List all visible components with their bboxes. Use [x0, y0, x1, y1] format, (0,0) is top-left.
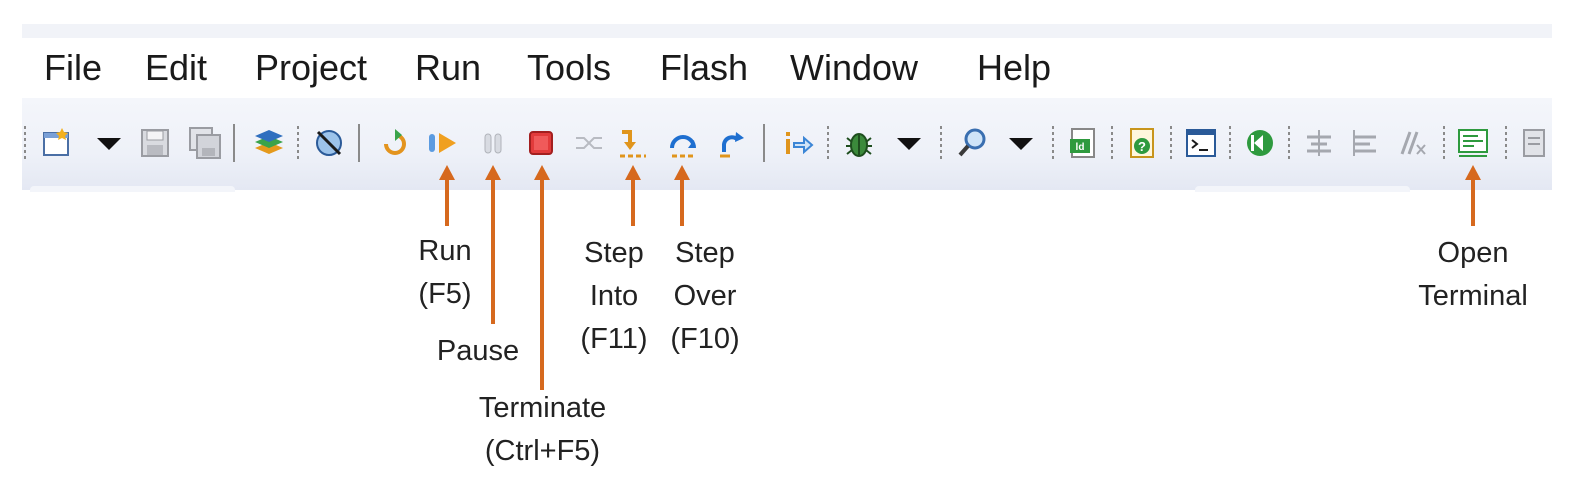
- pause-callout-label: Pause: [428, 330, 528, 373]
- run-callout-text: Run: [418, 235, 472, 267]
- step-over-callout-line2: Over: [673, 280, 737, 312]
- save-icon[interactable]: [138, 126, 172, 160]
- toolbar-separator: [358, 124, 360, 162]
- align-icon[interactable]: [1302, 126, 1336, 160]
- toolbar-separator: [1505, 126, 1507, 160]
- console-icon[interactable]: [1184, 126, 1218, 160]
- run-callout-label: Run (F5): [400, 230, 490, 316]
- run-callout-arrow: [437, 164, 457, 228]
- terminate-icon[interactable]: [524, 126, 558, 160]
- dropdown-arrow-icon[interactable]: [1004, 126, 1038, 160]
- terminate-callout-shortcut: (Ctrl+F5): [484, 435, 601, 467]
- new-file-icon[interactable]: [40, 126, 74, 160]
- step-into-callout-line2: Into: [589, 280, 639, 312]
- run-icon[interactable]: [426, 126, 460, 160]
- step-into-callout-shortcut: (F11): [580, 323, 648, 355]
- window-top-strip: [22, 24, 1552, 38]
- toolbar-separator: [1170, 126, 1172, 160]
- restart-icon[interactable]: [378, 126, 412, 160]
- step-over-callout-label: Step Over (F10): [661, 232, 749, 361]
- disconnect-icon[interactable]: [572, 126, 606, 160]
- menu-flash[interactable]: Flash: [660, 47, 749, 88]
- open-terminal-callout-arrow: [1463, 164, 1483, 228]
- toolbar-separator: [827, 126, 829, 160]
- debug-bug-icon[interactable]: [842, 126, 876, 160]
- dropdown-arrow-icon[interactable]: [892, 126, 926, 160]
- pause-callout-arrow: [483, 164, 503, 326]
- step-over-callout-line1: Step: [675, 237, 735, 269]
- menu-tools[interactable]: Tools: [527, 47, 612, 88]
- terminate-callout-arrow: [532, 164, 552, 392]
- menu-run[interactable]: Run: [415, 47, 482, 88]
- step-into-callout-label: Step Into (F11): [570, 232, 658, 361]
- toolbar-separator: [24, 126, 26, 160]
- back-icon[interactable]: [1243, 126, 1277, 160]
- menu-bar: [22, 38, 1552, 98]
- toolbar-separator: [763, 124, 765, 162]
- step-over-icon[interactable]: [666, 126, 700, 160]
- toolbar-separator: [1111, 126, 1113, 160]
- step-into-callout-line1: Step: [584, 237, 644, 269]
- open-terminal-callout-line2: Terminal: [1418, 280, 1528, 312]
- help-doc-icon[interactable]: ?: [1125, 126, 1159, 160]
- instruction-step-icon[interactable]: [782, 126, 816, 160]
- toolbar-separator: [940, 126, 942, 160]
- open-terminal-callout-line1: Open: [1437, 237, 1509, 269]
- menu-window[interactable]: Window: [790, 47, 919, 88]
- clear-format-icon[interactable]: [1396, 126, 1430, 160]
- view-tab-area: [1195, 186, 1410, 192]
- step-into-icon[interactable]: [616, 126, 650, 160]
- svg-text:ld: ld: [1076, 142, 1085, 153]
- terminate-callout-text: Terminate: [478, 392, 607, 424]
- align-left-icon[interactable]: [1348, 126, 1382, 160]
- menu-project[interactable]: Project: [255, 47, 368, 88]
- search-icon[interactable]: [956, 126, 990, 160]
- pause-callout-text: Pause: [436, 335, 520, 367]
- pause-icon[interactable]: [476, 126, 510, 160]
- menu-edit[interactable]: Edit: [145, 47, 208, 88]
- terminate-callout-label: Terminate (Ctrl+F5): [455, 387, 630, 473]
- editor-tab-area: [30, 186, 235, 192]
- layers-icon[interactable]: [252, 126, 286, 160]
- step-over-callout-arrow: [672, 164, 692, 228]
- menu-file[interactable]: File: [44, 47, 103, 88]
- toolbar-separator: [1288, 126, 1290, 160]
- step-into-callout-arrow: [623, 164, 643, 228]
- menu-help[interactable]: Help: [977, 47, 1052, 88]
- step-return-icon[interactable]: [716, 126, 750, 160]
- toolbar-separator: [1443, 126, 1445, 160]
- toolbar-separator: [297, 126, 299, 160]
- open-terminal-callout-label: Open Terminal: [1400, 232, 1546, 318]
- document-icon[interactable]: [1518, 126, 1552, 160]
- dropdown-arrow-icon[interactable]: [92, 126, 126, 160]
- toolbar-separator: [1052, 126, 1054, 160]
- open-terminal-icon[interactable]: [1456, 126, 1490, 160]
- toolbar-separator: [1229, 126, 1231, 160]
- svg-text:?: ?: [1138, 139, 1146, 154]
- run-callout-shortcut: (F5): [418, 278, 472, 310]
- save-all-icon[interactable]: [188, 126, 222, 160]
- toolbar-separator: [233, 124, 235, 162]
- step-over-callout-shortcut: (F10): [670, 323, 740, 355]
- no-debug-icon[interactable]: [312, 126, 346, 160]
- ld-file-icon[interactable]: ld: [1066, 126, 1100, 160]
